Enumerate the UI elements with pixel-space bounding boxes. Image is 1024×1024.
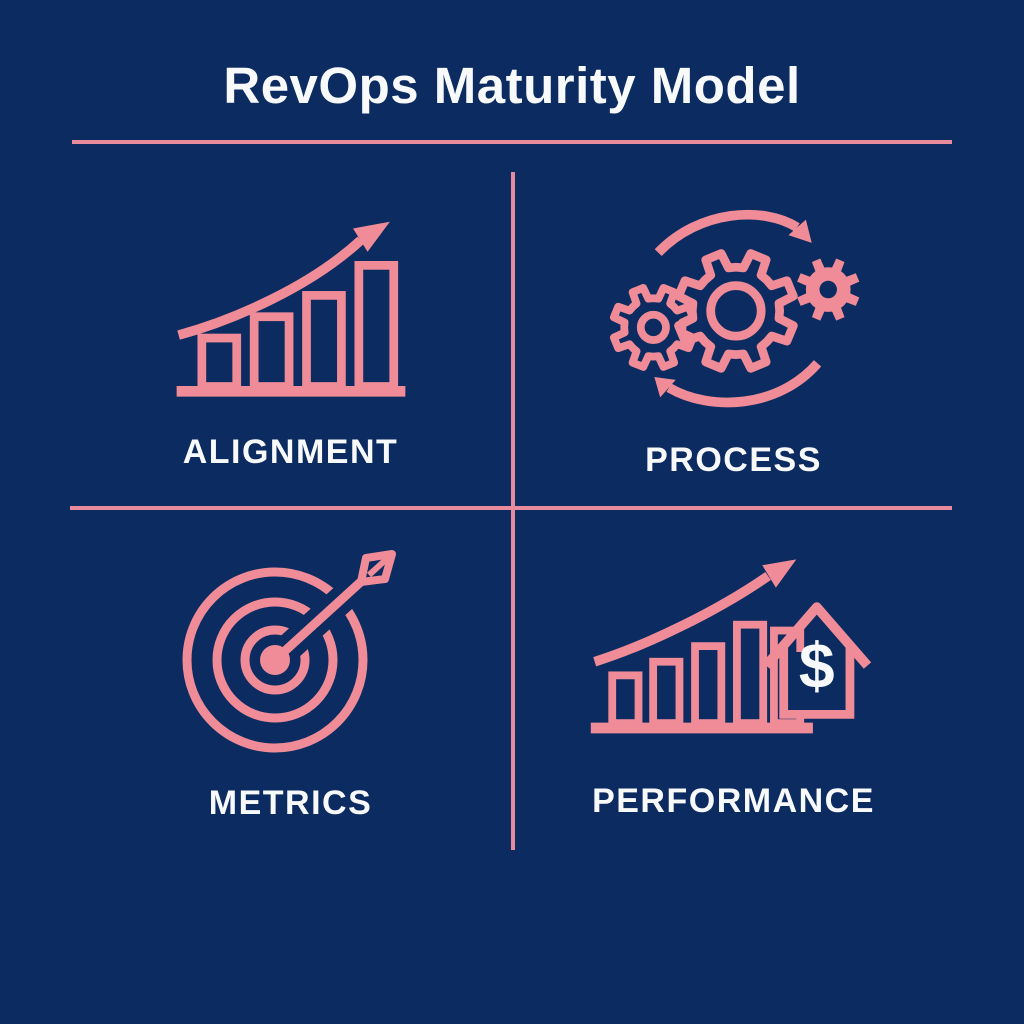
title-underline [72,140,952,144]
arrowhead [653,376,676,397]
house-dollar-growth-icon: $ [590,559,871,734]
dollar-sign: $ [798,630,834,702]
quadrant-label: METRICS [208,784,373,822]
quadrant-alignment: ALIGNMENT [70,172,511,506]
quadrant-label: ALIGNMENT [182,432,399,471]
horizontal-divider [70,506,952,510]
arrowhead [761,559,796,588]
quadrant-performance: $ PERFORMANCE [515,510,952,855]
quadrant-label: PERFORMANCE [592,782,875,820]
vertical-divider [511,172,515,850]
gears-cycle-icon [609,209,859,407]
growth-bar-chart-icon [176,221,405,397]
page-title: RevOps Maturity Model [223,57,801,114]
arrowhead [352,221,390,252]
quadrant-metrics: METRICS [70,510,511,855]
quadrant-process: PROCESS [515,172,952,506]
target-dart-icon [182,542,413,753]
quadrant-label: PROCESS [645,440,822,479]
arrowhead [787,219,812,243]
